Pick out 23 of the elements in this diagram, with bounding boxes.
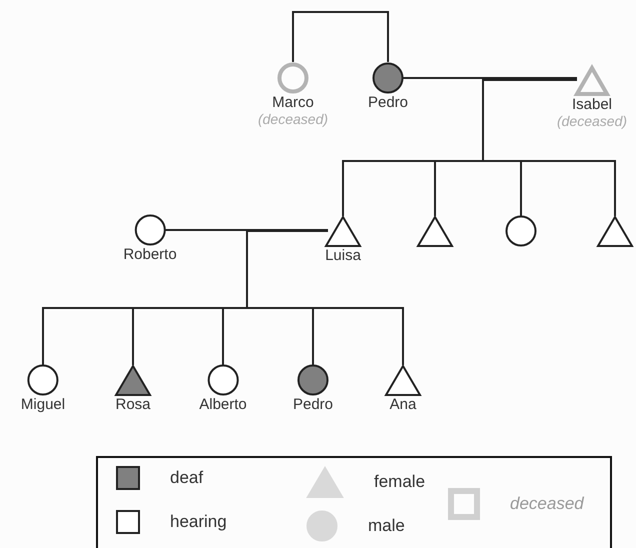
legend-label: deceased [510, 494, 584, 514]
legend-label: female [374, 472, 426, 492]
legend-label: hearing [170, 512, 227, 532]
person-name: Ana [390, 396, 416, 413]
status-note: (deceased) [258, 111, 328, 128]
male-symbol [258, 62, 328, 128]
pedigree-line [482, 79, 616, 216]
person-name: Marco [272, 94, 314, 111]
status-note: (deceased) [556, 113, 628, 130]
person-name: Roberto [123, 246, 177, 263]
person-name: Alberto [199, 396, 247, 413]
female-symbol [556, 64, 628, 130]
pedigree-line [246, 230, 404, 365]
person-name: Miguel [20, 396, 66, 413]
person-name: Isabel [572, 96, 612, 113]
pedigree-line [292, 11, 389, 62]
legend-label: deaf [170, 468, 204, 488]
legend-label: male [368, 516, 405, 536]
male-symbol [20, 364, 66, 413]
person-name: Pedro [368, 94, 408, 111]
person-name: Rosa [115, 396, 151, 413]
person-name: Luisa [325, 247, 361, 264]
person-name: Pedro [292, 396, 334, 413]
